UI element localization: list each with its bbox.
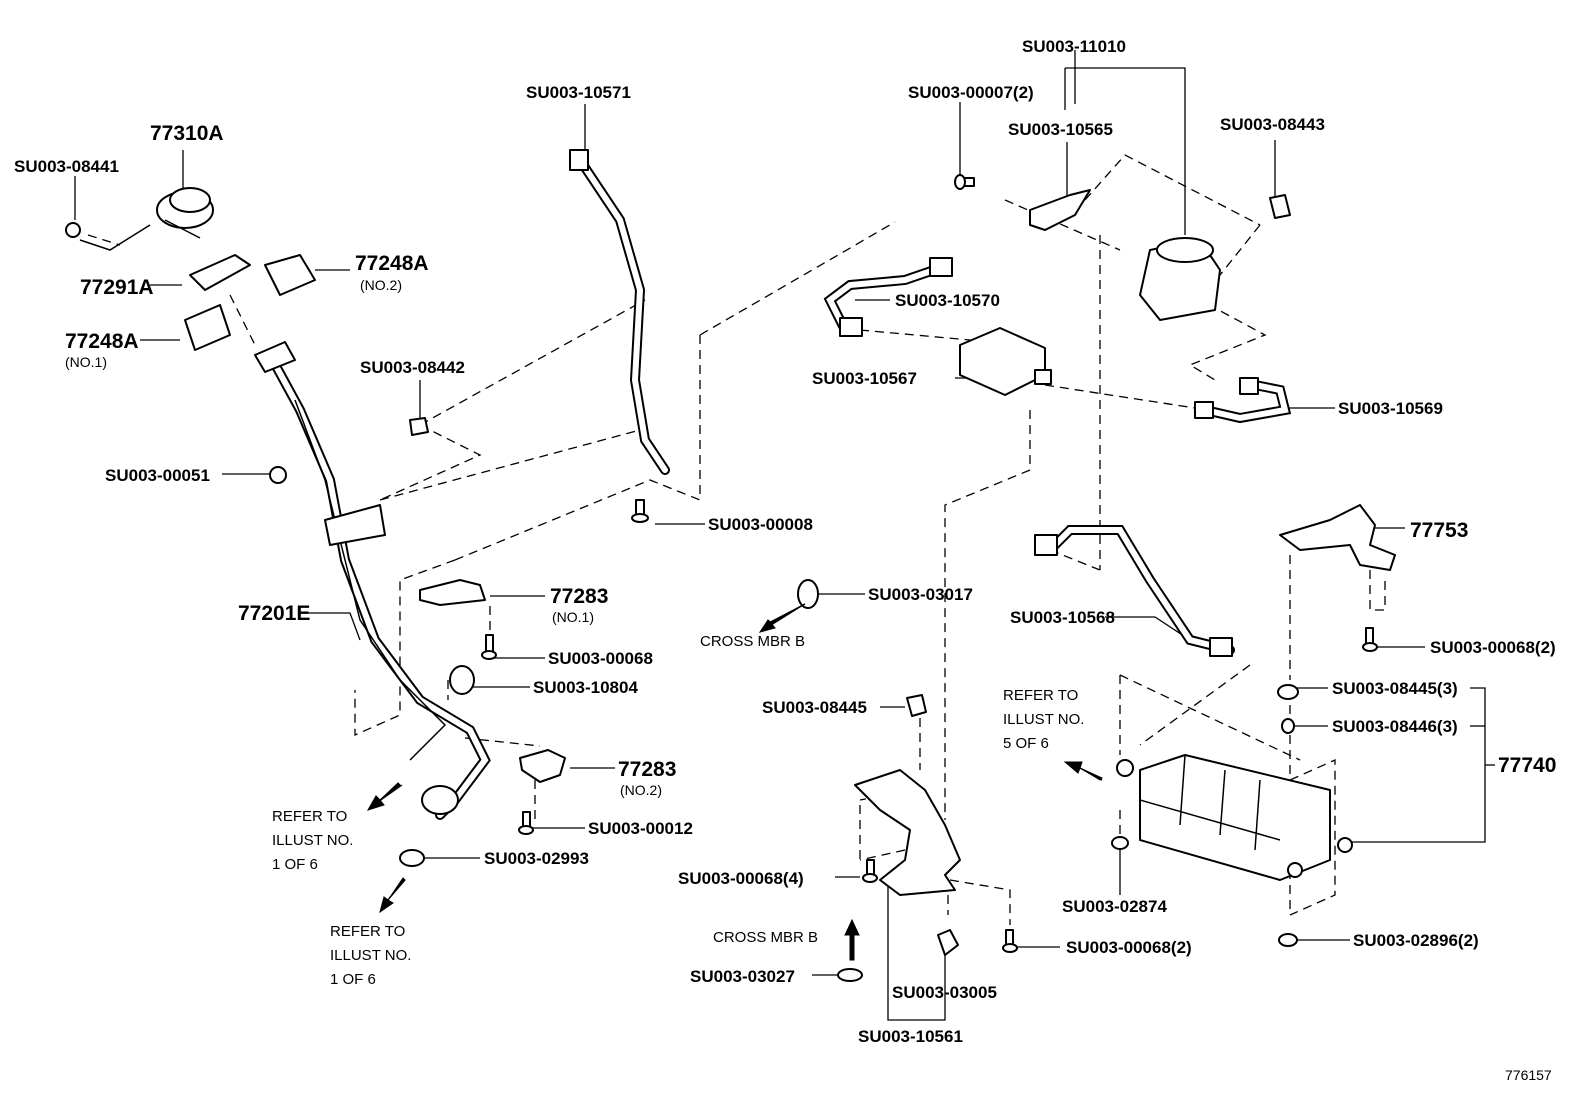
collar-su003-08446 <box>1281 718 1295 734</box>
label-su003-00051: SU003-00051 <box>105 466 210 485</box>
label-refer-1a-line3: 1 OF 6 <box>272 856 318 873</box>
hose-su003-10571 <box>569 149 670 475</box>
label-su003-08441: SU003-08441 <box>14 157 119 176</box>
grommet-su003-10804 <box>449 665 475 695</box>
valve-su003-11010 <box>1139 237 1221 321</box>
label-su003-00007: SU003-00007(2) <box>908 83 1034 102</box>
label-su003-10561: SU003-10561 <box>858 1027 963 1046</box>
label-refer-1b-line1: REFER TO <box>330 923 405 940</box>
label-cross-mbr-b-lower: CROSS MBR B <box>713 929 818 946</box>
label-su003-00068-2-upper: SU003-00068(2) <box>1430 638 1556 657</box>
hose-su003-10569 <box>1194 377 1292 424</box>
bolt-su003-00068-upper <box>1362 627 1378 652</box>
clamp-su003-02993 <box>399 849 425 867</box>
label-refer-1a-line1: REFER TO <box>272 808 347 825</box>
label-77283-no1: 77283 <box>550 585 608 608</box>
bracket-su003-10565 <box>1029 189 1091 231</box>
label-su003-00068-4: SU003-00068(4) <box>678 869 804 888</box>
label-77248a-no2-sub: (NO.2) <box>360 277 402 293</box>
label-77283-no2-sub: (NO.2) <box>620 782 662 798</box>
hose-su003-10568 <box>1034 525 1235 657</box>
label-su003-03017: SU003-03017 <box>868 585 973 604</box>
label-su003-00012: SU003-00012 <box>588 819 693 838</box>
grommet-su003-00051 <box>269 466 287 484</box>
grommet-su003-02874 <box>1111 836 1129 850</box>
arrow-cross-mbr-b-lower <box>844 918 860 961</box>
label-refer-1b-line3: 1 OF 6 <box>330 971 376 988</box>
cover-77248a-no2 <box>264 254 316 296</box>
label-77248a-no2: 77248A <box>355 252 429 275</box>
clip-su003-08443 <box>1269 194 1291 219</box>
label-77291a: 77291A <box>80 276 154 299</box>
label-su003-10804: SU003-10804 <box>533 678 638 697</box>
label-su003-00068: SU003-00068 <box>548 649 653 668</box>
part-labels: SU003-11010 SU003-00007(2) SU003-10565 S… <box>14 37 1556 1083</box>
label-refer-1b-line2: ILLUST NO. <box>330 947 411 964</box>
label-77310a: 77310A <box>150 122 224 145</box>
parts <box>65 149 1396 982</box>
fuel-cap-77310a <box>156 187 214 239</box>
label-77753: 77753 <box>1410 519 1468 542</box>
label-su003-10570: SU003-10570 <box>895 291 1000 310</box>
bracket-su003-08442 <box>409 417 429 436</box>
label-su003-03005: SU003-03005 <box>892 983 997 1002</box>
label-su003-03027: SU003-03027 <box>690 967 795 986</box>
label-su003-10571: SU003-10571 <box>526 83 631 102</box>
plug-su003-03017 <box>797 579 819 609</box>
label-su003-08446-3: SU003-08446(3) <box>1332 717 1458 736</box>
label-cross-mbr-b-upper: CROSS MBR B <box>700 633 805 650</box>
label-su003-10567: SU003-10567 <box>812 369 917 388</box>
label-77283-no1-sub: (NO.1) <box>552 609 594 625</box>
bolt-su003-00008 <box>631 499 649 523</box>
label-su003-08445: SU003-08445 <box>762 698 867 717</box>
label-su003-10565: SU003-10565 <box>1008 120 1113 139</box>
label-refer-5-line1: REFER TO <box>1003 687 1078 704</box>
clip-su003-08441 <box>65 222 151 251</box>
label-su003-08443: SU003-08443 <box>1220 115 1325 134</box>
label-su003-02896: SU003-02896(2) <box>1353 931 1479 950</box>
ring-77291a <box>189 254 251 291</box>
bolt-su003-00068-x2 <box>1002 929 1018 953</box>
label-su003-02874: SU003-02874 <box>1062 897 1167 916</box>
nut-su003-02896 <box>1278 933 1298 947</box>
bolt-su003-00007 <box>954 174 975 190</box>
direction-arrows <box>366 603 1103 961</box>
label-su003-11010: SU003-11010 <box>1022 37 1126 56</box>
bracket-su003-10561 <box>854 769 961 896</box>
bolt-su003-00012 <box>518 811 534 835</box>
filler-pipe-77201e <box>254 341 491 820</box>
label-su003-08442: SU003-08442 <box>360 358 465 377</box>
label-77740: 77740 <box>1498 754 1556 777</box>
bracket-77753 <box>1279 504 1396 571</box>
charcoal-canister-77740 <box>1116 754 1353 881</box>
washer-su003-03027 <box>837 968 863 982</box>
label-77283-no2: 77283 <box>618 758 676 781</box>
label-su003-00068-2-lower: SU003-00068(2) <box>1066 938 1192 957</box>
bolt-su003-00068 <box>481 634 497 660</box>
clip-su003-03005 <box>937 929 959 956</box>
label-su003-02993: SU003-02993 <box>484 849 589 868</box>
label-su003-10569: SU003-10569 <box>1338 399 1443 418</box>
label-su003-00008: SU003-00008 <box>708 515 813 534</box>
label-77201e: 77201E <box>238 602 310 625</box>
label-su003-08445-3: SU003-08445(3) <box>1332 679 1458 698</box>
clamp-77283-no1 <box>419 579 486 606</box>
bolt-su003-00068-x4 <box>862 859 878 883</box>
clamp-77283-no2 <box>519 749 566 783</box>
label-77248a-no1-sub: (NO.1) <box>65 354 107 370</box>
canister-su003-10567 <box>959 327 1052 396</box>
label-su003-10568: SU003-10568 <box>1010 608 1115 627</box>
label-77248a-no1: 77248A <box>65 330 139 353</box>
label-refer-5-line3: 5 OF 6 <box>1003 735 1049 752</box>
label-refer-1a-line2: ILLUST NO. <box>272 832 353 849</box>
arrow-refer-1a <box>366 782 401 811</box>
label-reference-number: 776157 <box>1505 1067 1552 1083</box>
clip-su003-08445 <box>906 694 927 717</box>
hose-su003-10570 <box>823 257 953 337</box>
cover-77248a-no1 <box>184 304 231 351</box>
label-refer-5-line2: ILLUST NO. <box>1003 711 1084 728</box>
grommet-su003-08445 <box>1277 684 1299 700</box>
arrow-cross-mbr-b-upper <box>758 603 806 633</box>
